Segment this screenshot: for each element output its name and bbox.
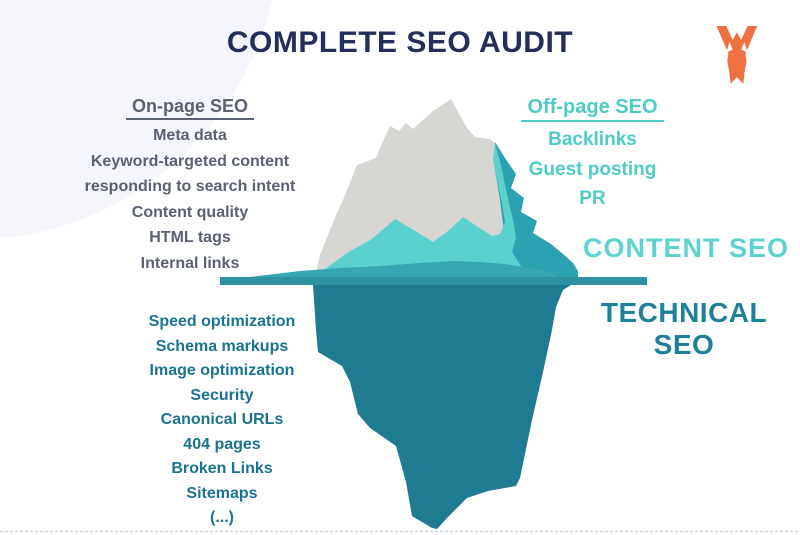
off-page-item: Backlinks [548, 129, 637, 150]
iceberg-light-band [313, 143, 527, 278]
on-page-item: HTML tags [149, 229, 231, 246]
technical-item: Image optimization [149, 362, 295, 379]
off-page-seo-block: Off-page SEO Backlinks Guest posting PR [480, 96, 705, 214]
on-page-seo-heading: On-page SEO [125, 96, 254, 120]
wp-rocket-logo-icon [714, 26, 762, 88]
technical-item: Speed optimization [148, 313, 296, 330]
technical-item: 404 pages [183, 435, 261, 453]
technical-item: Broken Links [171, 460, 273, 477]
off-page-item: Guest posting [528, 158, 657, 180]
on-page-item: Keyword-targeted content [90, 152, 290, 170]
technical-seo-block: Speed optimization Schema markups Image … [92, 310, 352, 531]
technical-item: Sitemaps [186, 484, 258, 502]
technical-item: Canonical URLs [160, 411, 284, 428]
off-page-item: PR [579, 188, 606, 209]
technical-item: Schema markups [155, 337, 289, 355]
on-page-item: Internal links [140, 254, 240, 272]
technical-seo-label: TECHNICAL SEO [600, 297, 768, 360]
off-page-seo-heading: Off-page SEO [521, 96, 664, 122]
iceberg-right-flank [495, 142, 578, 278]
iceberg-underwater [313, 285, 571, 529]
on-page-item: responding to search intent [84, 178, 296, 195]
on-page-item: Meta data [153, 127, 227, 144]
iceberg-wave [250, 261, 560, 278]
page-title: COMPLETE SEO AUDIT [226, 26, 574, 59]
technical-item: Security [190, 386, 254, 404]
waterline [220, 277, 647, 285]
on-page-seo-block: On-page SEO Meta data Keyword-targeted c… [55, 96, 325, 276]
technical-item: (...) [210, 509, 234, 526]
content-seo-label: CONTENT SEO [582, 233, 789, 263]
on-page-item: Content quality [131, 203, 249, 221]
